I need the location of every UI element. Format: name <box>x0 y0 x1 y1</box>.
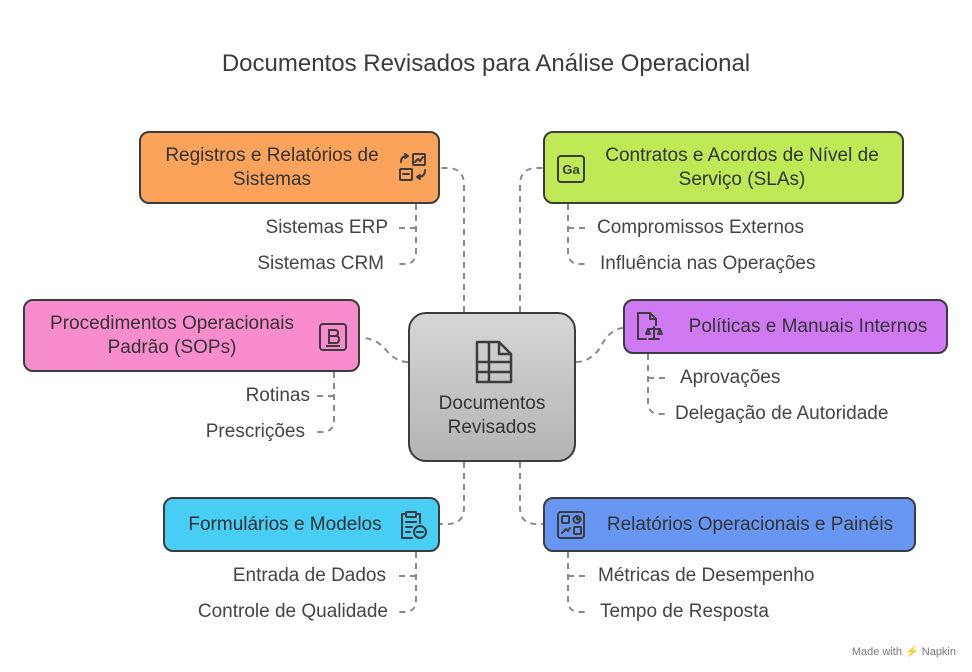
node-registros-label: Registros e Relatórios de Sistemas <box>165 144 379 190</box>
node-registros[interactable]: Registros e Relatórios de Sistemas <box>139 131 440 204</box>
clipboard-form-icon <box>401 511 427 539</box>
registros-item-erp: Sistemas ERP <box>265 217 388 238</box>
dashboard-icon <box>557 511 585 539</box>
node-formularios-label: Formulários e Modelos <box>188 513 382 535</box>
svg-text:Ga: Ga <box>562 162 580 177</box>
node-procedimentos[interactable]: Procedimentos Operacionais Padrão (SOPs) <box>23 299 360 372</box>
registros-item-crm: Sistemas CRM <box>257 253 384 274</box>
made-with-credit: Made with ⚡ Napkin <box>851 646 956 658</box>
system-reports-icon <box>399 153 426 181</box>
formularios-item-controle: Controle de Qualidade <box>197 601 388 622</box>
contratos-item-compromissos: Compromissos Externos <box>597 217 804 238</box>
center-label: Documentos Revisados <box>438 393 546 438</box>
node-relatorios-label: Relatórios Operacionais e Painéis <box>606 513 894 535</box>
formularios-item-entrada: Entrada de Dados <box>232 565 386 586</box>
diagram-title: Documentos Revisados para Análise Operac… <box>221 50 751 77</box>
node-procedimentos-label: Procedimentos Operacionais Padrão (SOPs) <box>50 312 294 358</box>
politicas-item-aprovacoes: Aprovações <box>680 367 781 388</box>
policy-scale-icon <box>637 312 663 340</box>
node-formularios[interactable]: Formulários e Modelos <box>163 497 440 552</box>
contratos-item-influencia: Influência nas Operações <box>600 253 816 274</box>
node-contratos-label: Contratos e Acordos de Nível de Serviço … <box>605 144 879 190</box>
node-relatorios[interactable]: Relatórios Operacionais e Painéis <box>543 497 916 552</box>
document-stack-icon <box>475 340 513 384</box>
procedimentos-item-prescricoes: Prescrições <box>205 421 305 442</box>
node-contratos[interactable]: Contratos e Acordos de Nível de Serviço … <box>543 131 904 204</box>
procedure-icon <box>319 323 347 351</box>
node-politicas-label: Políticas e Manuais Internos <box>688 315 928 337</box>
node-politicas[interactable]: Políticas e Manuais Internos <box>623 299 948 354</box>
procedimentos-item-rotinas: Rotinas <box>245 385 310 406</box>
politicas-item-delegacao: Delegação de Autoridade <box>675 403 889 424</box>
contract-icon: Ga <box>557 155 585 183</box>
relatorios-item-tempo: Tempo de Resposta <box>600 601 769 622</box>
center-node[interactable]: Documentos Revisados <box>408 312 576 462</box>
relatorios-item-metricas: Métricas de Desempenho <box>598 565 815 586</box>
